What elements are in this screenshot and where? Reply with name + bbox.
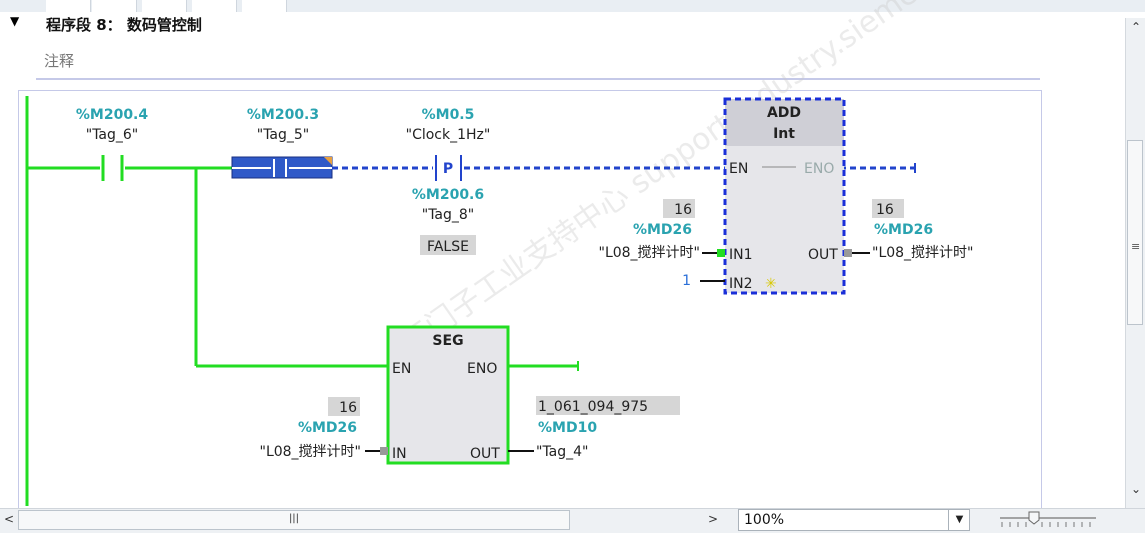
add-eno-label: ENO: [804, 161, 834, 177]
editor-tab[interactable]: [46, 0, 91, 12]
zoom-dropdown-arrow-icon[interactable]: ▼: [948, 510, 970, 530]
seg-in-value: 16: [339, 400, 357, 416]
add-out-value: 16: [876, 202, 894, 218]
add-in1-tag: "L08_搅拌计时": [599, 245, 701, 261]
add-block[interactable]: ADD Int EN ENO IN1 IN2 OUT ✳: [723, 97, 846, 295]
p-contact-operand-name: "Tag_8": [422, 207, 475, 223]
contact-tag5-address: %M200.3: [247, 107, 319, 123]
p-contact-state: FALSE: [427, 239, 469, 255]
p-contact-state-box: [420, 235, 476, 255]
seg-in-value-box: [328, 397, 360, 416]
p-contact-name: "Clock_1Hz": [406, 127, 491, 143]
seg-in-address: %MD26: [298, 420, 357, 436]
add-block-type: Int: [773, 126, 795, 142]
add-in2-label: IN2: [729, 276, 753, 292]
ladder-canvas[interactable]: [18, 90, 1042, 511]
seg-out-label: OUT: [470, 446, 500, 462]
contact-tag5[interactable]: [231, 156, 333, 179]
add-out-address: %MD26: [874, 222, 933, 238]
editor-tab[interactable]: [142, 0, 187, 12]
scroll-left-icon[interactable]: <: [3, 512, 15, 526]
hscroll-grip-icon: |||: [288, 513, 300, 524]
seg-out-value: 1_061_094_975: [538, 399, 648, 415]
seg-en-label: EN: [392, 361, 411, 377]
scroll-up-icon[interactable]: ⌃: [1130, 20, 1142, 34]
contact-tag6-name: "Tag_6": [86, 127, 139, 143]
zoom-select[interactable]: [738, 509, 970, 531]
add-in1-address: %MD26: [633, 222, 692, 238]
zoom-slider[interactable]: [996, 510, 1100, 530]
contact-tag6-address: %M200.4: [76, 107, 149, 123]
seg-out-value-box: [536, 396, 680, 415]
seg-in-label: IN: [392, 446, 407, 462]
vertical-scroll-thumb[interactable]: [1127, 140, 1143, 325]
add-in1-value-box: [663, 199, 695, 218]
seg-block-title: SEG: [432, 333, 463, 349]
add-in1-pin: [717, 249, 725, 257]
contact-tag5-name: "Tag_5": [257, 127, 310, 143]
collapse-network-icon[interactable]: ▼: [10, 14, 20, 28]
add-out-value-box: [872, 199, 904, 218]
editor-tab[interactable]: [192, 0, 237, 12]
add-en-label: EN: [729, 161, 748, 177]
scroll-grip-icon: ≡: [1131, 240, 1141, 253]
seg-in-pin: [380, 447, 388, 455]
seg-eno-label: ENO: [467, 361, 497, 377]
p-contact[interactable]: P: [435, 155, 462, 181]
zoom-value: 100%: [744, 512, 785, 528]
watermark-text: 西门子工业支持中心 support.industry.siemens.com/c…: [395, 0, 1048, 362]
p-contact-label: P: [443, 161, 453, 177]
add-out-label: OUT: [808, 247, 838, 263]
network-comment[interactable]: 注释: [44, 52, 75, 70]
seg-block[interactable]: SEG EN ENO IN OUT: [386, 325, 510, 465]
add-out-pin: [844, 249, 852, 257]
editor-tab[interactable]: [242, 0, 287, 12]
add-out-tag: "L08_搅拌计时": [872, 245, 974, 261]
add-in1-label: IN1: [729, 247, 753, 263]
ladder-diagram[interactable]: 西门子工业支持中心 support.industry.siemens.com/c…: [0, 0, 1125, 508]
horizontal-scroll-thumb[interactable]: [18, 510, 570, 530]
scroll-down-icon[interactable]: ⌄: [1130, 482, 1142, 496]
add-in1-value: 16: [674, 202, 692, 218]
add-in2-value: 1: [682, 273, 691, 289]
seg-in-tag: "L08_搅拌计时": [260, 444, 362, 460]
network-comment-row[interactable]: 注释: [36, 44, 1040, 80]
editor-tab[interactable]: [92, 0, 137, 12]
contact-tag6[interactable]: [101, 155, 124, 181]
p-contact-address: %M0.5: [422, 107, 475, 123]
seg-out-tag: "Tag_4": [536, 444, 589, 460]
scroll-right-icon[interactable]: >: [707, 512, 719, 526]
network-title[interactable]: 程序段 8： 数码管控制: [46, 16, 202, 34]
p-contact-operand-address: %M200.6: [412, 187, 484, 203]
add-block-title: ADD: [767, 105, 801, 121]
add-new-input-icon[interactable]: ✳: [765, 276, 777, 292]
zoom-slider-handle[interactable]: [1028, 511, 1040, 525]
seg-out-address: %MD10: [538, 420, 597, 436]
